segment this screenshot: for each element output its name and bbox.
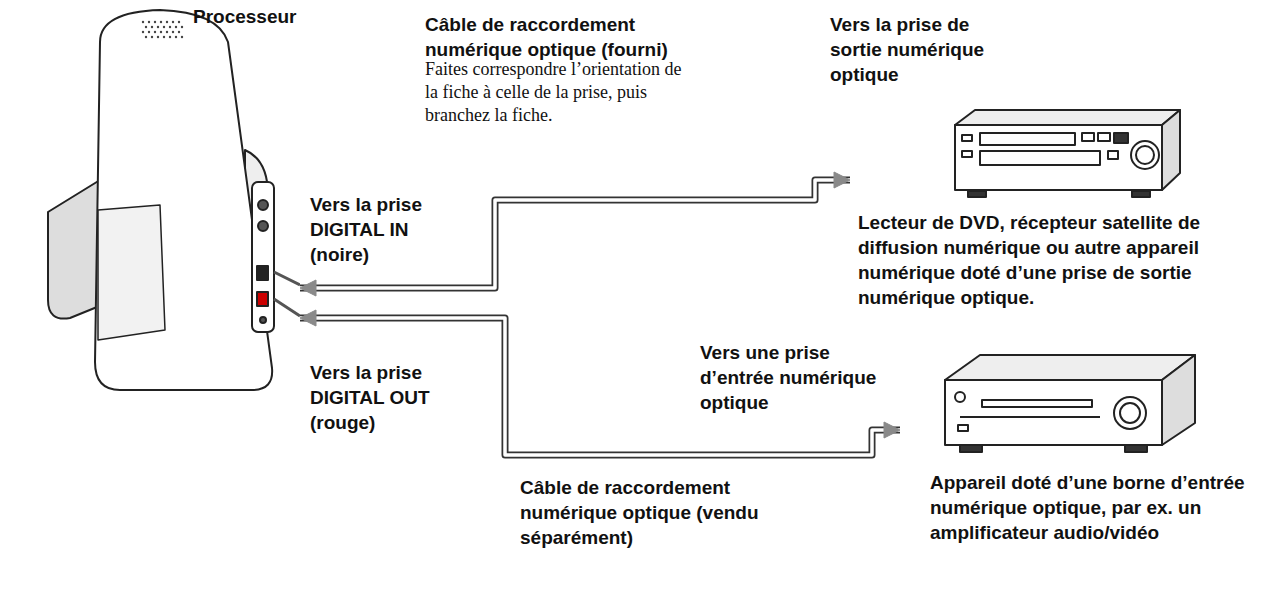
cable-core: [300, 318, 900, 455]
arrow-head: [834, 172, 850, 188]
cable-outline: [300, 318, 900, 455]
jack-label: Vers la prise de sortie numérique optiqu…: [830, 12, 1002, 87]
jack-label: Vers une prise d’entrée numérique optiqu…: [700, 340, 890, 415]
jack-label: Vers la prise DIGITAL OUT (rouge): [310, 360, 450, 435]
arrow-head: [884, 422, 900, 438]
cable-label: Câble de raccordement numérique optique …: [520, 475, 795, 550]
instruction-note: Faites correspondre l’orientation de la …: [425, 58, 690, 127]
arrow-head: [300, 280, 316, 296]
processor-unit: Processeur: [0, 0, 300, 400]
device-illustration: [0, 0, 300, 400]
optical-cable: [300, 172, 850, 296]
device-label: Appareil doté d’une borne d’entrée numér…: [930, 470, 1252, 545]
jack-label: Vers la prise DIGITAL IN (noire): [310, 192, 450, 267]
cable-label: Câble de raccordement numérique optique …: [425, 12, 710, 62]
receiver-device: Appareil doté d’une borne d’entrée numér…: [900, 345, 1262, 593]
device-illustration: [900, 345, 1262, 593]
cable-core: [300, 180, 850, 288]
source-device: Lecteur de DVD, récepteur satellite de d…: [850, 95, 1262, 340]
cable-outline: [300, 180, 850, 288]
optical-cable: [300, 310, 900, 455]
device-label: Lecteur de DVD, récepteur satellite de d…: [858, 210, 1256, 310]
arrow-head: [300, 310, 316, 326]
device-label: Processeur: [193, 4, 297, 29]
